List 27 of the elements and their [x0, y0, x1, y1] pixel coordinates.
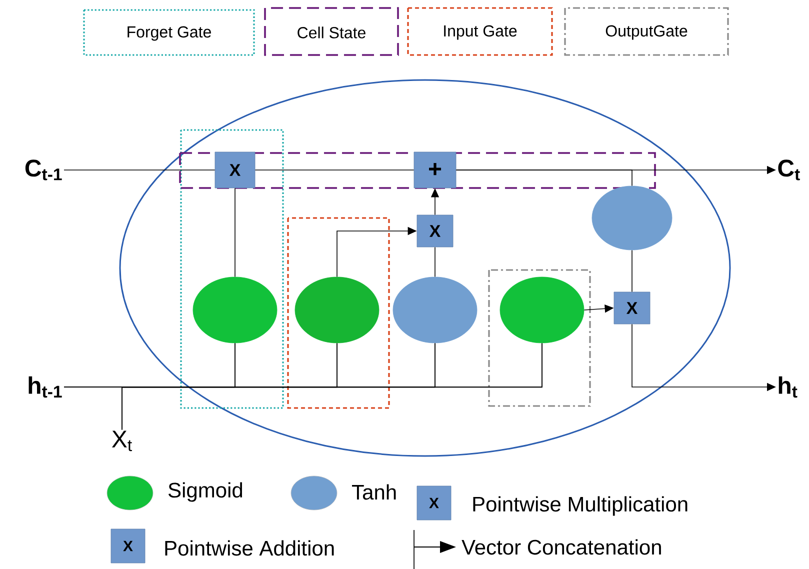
- sigmoid-ellipse: [500, 276, 584, 344]
- legend-label: Sigmoid: [168, 482, 242, 502]
- legend-label: Vector Concatenation: [462, 539, 661, 555]
- operation-box: X: [614, 292, 650, 324]
- operation-box: X: [214, 152, 256, 188]
- connector-line: [434, 246, 436, 278]
- legend-box: Cell State: [264, 7, 399, 56]
- variable-label: C$_{t-1}$: [25, 160, 62, 180]
- connector-line: [122, 342, 542, 430]
- variable-label: C$_{t}$: [778, 160, 800, 180]
- tanh-ellipse: [592, 186, 672, 250]
- connector-line: [456, 170, 632, 186]
- operation-box: +: [414, 152, 456, 188]
- variable-label: h$_{t-1}$: [28, 376, 62, 398]
- legend-box: OutputGate: [564, 7, 729, 56]
- legend-label: Tanh: [352, 484, 396, 500]
- operation-box: X: [416, 214, 454, 248]
- tanh-ellipse: [392, 276, 478, 344]
- legend-label: Pointwise Addition: [165, 540, 334, 556]
- sigmoid-ellipse: [294, 276, 380, 344]
- connector-line: [234, 188, 236, 278]
- variable-label: X$_{t}$: [112, 430, 132, 452]
- legend-box: Forget Gate: [83, 9, 255, 56]
- variable-label: h$_{t}$: [778, 376, 798, 398]
- legend-box: Input Gate: [407, 7, 553, 56]
- legend-label: Pointwise Multiplication: [473, 496, 688, 516]
- sigmoid-ellipse: [192, 276, 278, 344]
